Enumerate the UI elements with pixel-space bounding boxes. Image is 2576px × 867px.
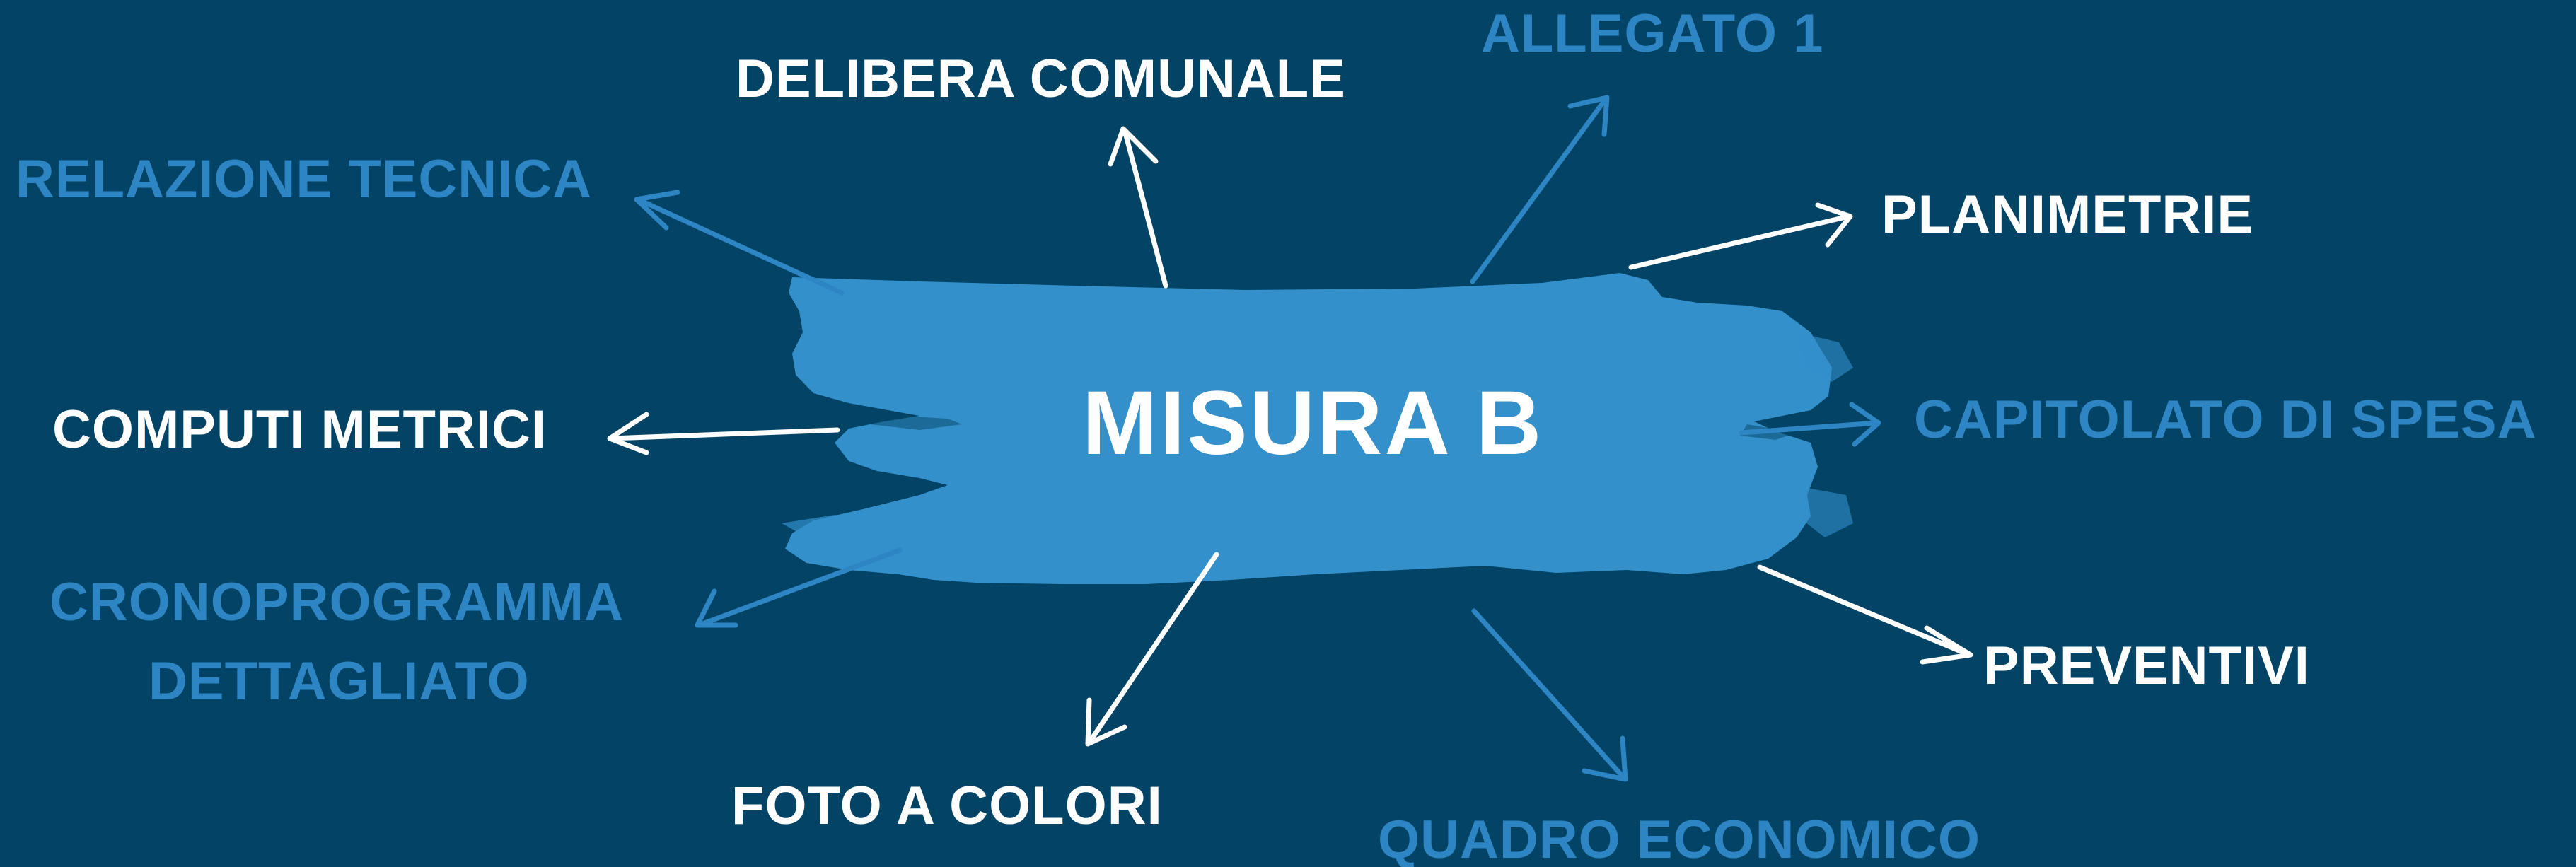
label-capitolato-di-spesa: CAPITOLATO DI SPESA <box>1914 390 2537 450</box>
arrow-delibera <box>1108 126 1168 289</box>
arrow-relazione <box>634 190 845 296</box>
label-cronoprogramma: CRONOPROGRAMMA <box>50 572 624 632</box>
label-allegato-1: ALLEGATO 1 <box>1481 4 1824 64</box>
label-foto-a-colori: FOTO A COLORI <box>731 776 1163 836</box>
label-dettagliato: DETTAGLIATO <box>149 651 530 711</box>
label-planimetrie: PLANIMETRIE <box>1881 185 2254 245</box>
arrow-cronoprogramma <box>695 547 903 628</box>
arrow-capitolato <box>1739 402 1881 447</box>
label-delibera-comunale: DELIBERA COMUNALE <box>736 49 1346 109</box>
label-quadro-economico: QUADRO ECONOMICO <box>1378 810 1980 867</box>
arrow-quadro <box>1471 608 1628 782</box>
arrow-preventivi <box>1757 564 1973 665</box>
center-title: MISURA B <box>1082 373 1544 474</box>
label-preventivi: PREVENTIVI <box>1983 636 2310 696</box>
arrow-allegato <box>1470 95 1610 284</box>
brush-stroke <box>782 273 1853 584</box>
arrow-planimetrie <box>1628 202 1853 270</box>
arrow-computi <box>607 412 840 455</box>
label-computi-metrici: COMPUTI METRICI <box>52 400 547 460</box>
label-relazione-tecnica: RELAZIONE TECNICA <box>16 149 592 209</box>
arrow-foto <box>1085 552 1219 747</box>
